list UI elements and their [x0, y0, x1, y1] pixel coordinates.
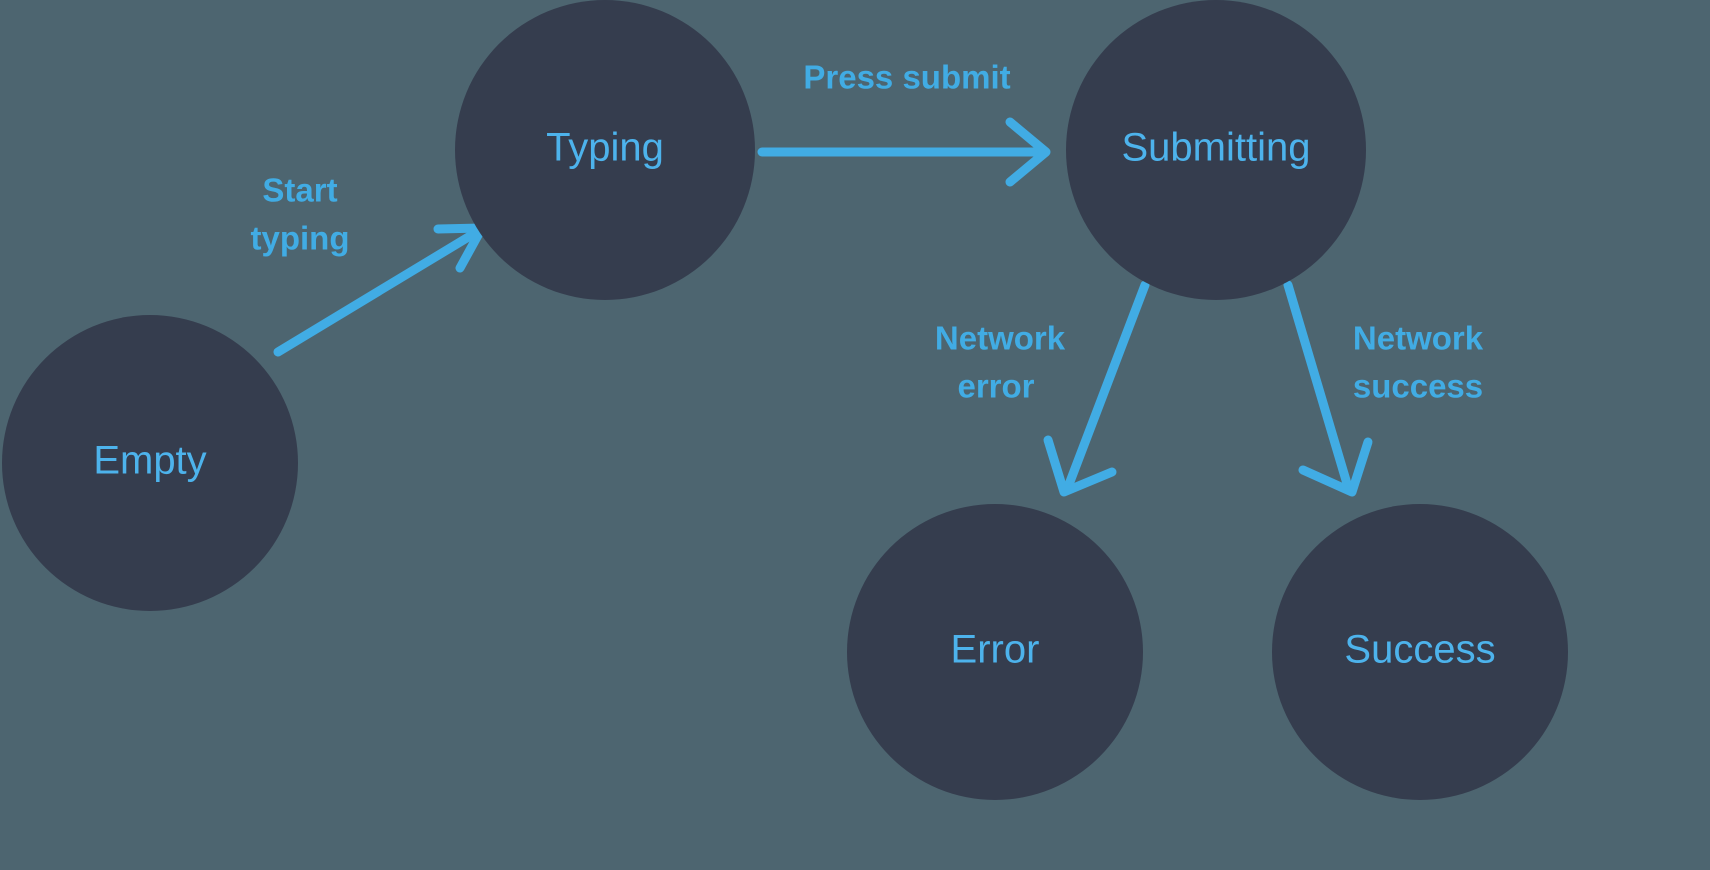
edge-submitting-to-success-line [1283, 280, 1353, 492]
edge-label-typing-to-submitting: Press submit [803, 59, 1010, 96]
node-submitting-label: Submitting [1122, 126, 1311, 170]
node-success-circle[interactable] [1272, 504, 1568, 800]
edge-submitting-to-error-arrowhead [1043, 435, 1117, 497]
edge-label-typing-to-submitting-line1: Press submit [803, 59, 1010, 96]
node-success[interactable]: Success [1272, 504, 1568, 800]
edge-label-submitting-to-error-line2: error [957, 368, 1034, 405]
edge-label-submitting-to-error-line1: Network [935, 320, 1066, 357]
node-typing-circle[interactable] [455, 0, 755, 300]
node-empty[interactable]: Empty [2, 315, 298, 611]
edge-label-submitting-to-error: Network error [935, 320, 1066, 405]
node-submitting[interactable]: Submitting [1066, 0, 1366, 300]
node-typing-label: Typing [546, 126, 664, 170]
edge-submitting-to-error-line [1063, 280, 1150, 492]
edge-label-submitting-to-success-line2: success [1353, 368, 1483, 405]
edge-label-submitting-to-success-line1: Network [1353, 320, 1484, 357]
edge-submitting-to-success [1283, 280, 1373, 497]
node-empty-circle[interactable] [2, 315, 298, 611]
edge-empty-to-typing-line [273, 225, 485, 357]
edge-submitting-to-error [1043, 280, 1150, 497]
edge-submitting-to-success-arrowhead [1298, 437, 1373, 497]
edge-label-empty-to-typing: Start typing [251, 172, 350, 257]
edge-label-empty-to-typing-line1: Start [262, 172, 337, 209]
node-submitting-circle[interactable] [1066, 0, 1366, 300]
edge-typing-to-submitting [757, 117, 1051, 187]
node-error[interactable]: Error [847, 504, 1143, 800]
edge-label-empty-to-typing-line2: typing [251, 220, 350, 257]
edge-label-submitting-to-success: Network success [1353, 320, 1484, 405]
node-error-circle[interactable] [847, 504, 1143, 800]
node-success-label: Success [1344, 628, 1495, 672]
node-empty-label: Empty [93, 439, 206, 483]
edge-typing-to-submitting-arrowhead [1005, 117, 1051, 187]
node-error-label: Error [951, 628, 1040, 672]
node-typing[interactable]: Typing [455, 0, 755, 300]
